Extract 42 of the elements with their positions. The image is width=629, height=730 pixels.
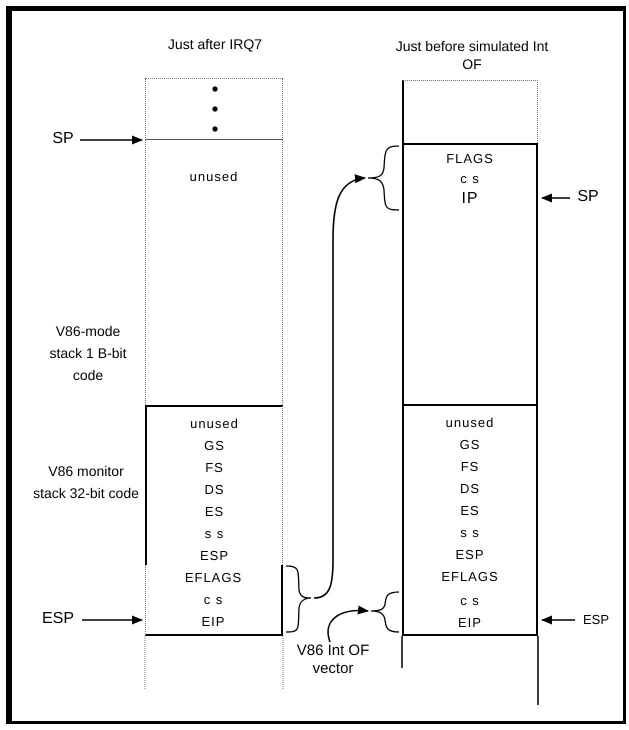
stack-region (402, 404, 538, 588)
register-label: c s (202, 591, 224, 609)
register-label: DS (203, 481, 226, 499)
pointer-label: SP (572, 188, 604, 208)
pointer-label: ESP (578, 611, 614, 631)
register-label: c s (459, 170, 481, 188)
vector-label: V86 Int OF vector (296, 642, 370, 708)
stack-region (145, 405, 283, 565)
arrow (80, 136, 144, 144)
register-label: EFLAGS (440, 568, 500, 586)
register-label: FS (460, 458, 480, 476)
register-label: GS (203, 437, 226, 455)
register-label: FS (204, 459, 225, 477)
arrow (540, 194, 570, 202)
arrow (327, 606, 370, 642)
register-label: EIP (457, 614, 483, 632)
register-label: ESP (198, 547, 230, 565)
register-label: unused (189, 415, 240, 433)
register-label: s s (459, 524, 481, 542)
column-heading: Just before simulated Int OF (394, 37, 550, 73)
pointer-label: ESP (38, 610, 78, 630)
side-note: V86-mode stack 1 B-bit code (48, 322, 128, 385)
register-label: IP (460, 189, 480, 209)
arrow (540, 616, 575, 624)
register-label: ESP (454, 546, 486, 564)
stack-region (145, 140, 283, 405)
side-note: V86 monitor stack 32-bit code (32, 462, 140, 503)
pointer-label: SP (48, 130, 78, 150)
register-label: FLAGS (445, 150, 495, 168)
register-label: GS (458, 436, 482, 454)
arrow (314, 175, 366, 599)
column-heading: Just after IRQ7 (166, 35, 264, 53)
register-label: s s (204, 525, 226, 543)
register-label: EIP (200, 613, 226, 631)
arrow (82, 616, 144, 624)
register-label: unused (444, 414, 496, 432)
register-label: unused (188, 168, 240, 186)
register-label: EFLAGS (184, 569, 244, 587)
register-label: c s (459, 592, 481, 610)
register-label: DS (458, 480, 482, 498)
register-label: ES (204, 503, 226, 521)
register-label: ES (459, 502, 481, 520)
